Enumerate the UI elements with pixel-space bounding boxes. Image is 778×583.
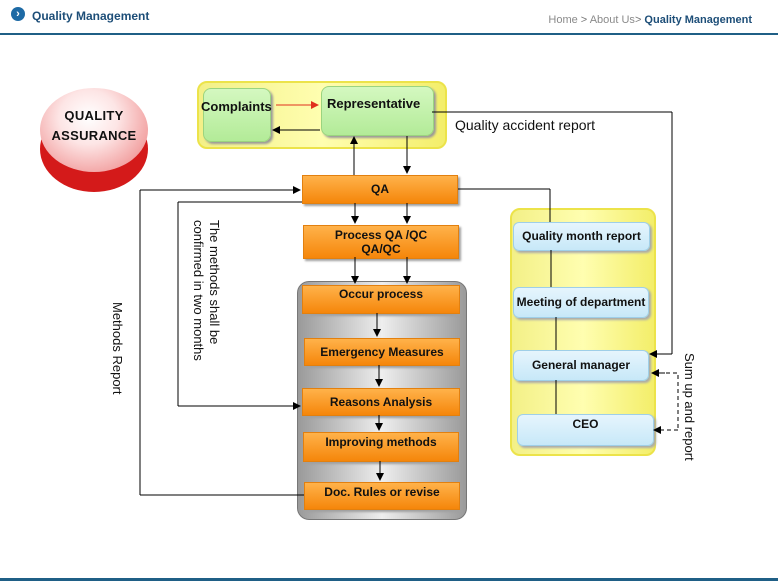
- quality-month-report-box: Quality month report: [513, 222, 650, 251]
- page-header: › Quality Management Home > About Us> Qu…: [0, 0, 778, 34]
- representative-label: Representative: [327, 96, 421, 111]
- page-title: Quality Management: [32, 9, 150, 23]
- methods-report-label: Methods Report: [110, 302, 125, 395]
- qa-box: QA: [302, 175, 458, 204]
- breadcrumb-separator: >: [577, 14, 590, 26]
- general-manager-label: General manager: [531, 358, 631, 372]
- general-manager-box: General manager: [513, 350, 649, 381]
- breadcrumb: Home > About Us> Quality Management: [548, 14, 752, 26]
- improving-methods-box: Improving methods: [303, 432, 459, 462]
- process-qaqc-box: Process QA /QC QA/QC: [303, 225, 459, 259]
- header-divider: [0, 33, 778, 35]
- complaints-label: Complaints: [201, 99, 272, 114]
- badge-label: QUALITY ASSURANCE: [40, 106, 148, 146]
- doc-rules-box: Doc. Rules or revise: [304, 482, 460, 510]
- emergency-measures-box: Emergency Measures: [304, 338, 460, 366]
- representative-box: [321, 86, 434, 136]
- breadcrumb-home-link[interactable]: Home: [548, 14, 578, 26]
- badge-line-2: ASSURANCE: [51, 128, 137, 143]
- qa-label: QA: [371, 182, 389, 196]
- quality-month-report-label: Quality month report: [522, 229, 641, 243]
- meeting-department-label: Meeting of department: [516, 295, 646, 309]
- occur-process-label: Occur process: [338, 287, 424, 301]
- breadcrumb-current: Quality Management: [644, 14, 752, 26]
- emergency-measures-label: Emergency Measures: [320, 345, 444, 359]
- improving-methods-label: Improving methods: [325, 435, 437, 449]
- breadcrumb-separator: >: [634, 14, 645, 26]
- ceo-label: CEO: [572, 417, 599, 431]
- quality-accident-report-label: Quality accident report: [455, 117, 596, 133]
- methods-confirmed-label: The methods shall be confirmed in two mo…: [191, 220, 222, 361]
- doc-rules-label: Doc. Rules or revise: [324, 485, 440, 499]
- reasons-analysis-label: Reasons Analysis: [329, 395, 433, 409]
- sum-up-report-label: Sum up and report: [682, 353, 697, 461]
- process-qaqc-sublabel: QA/QC: [361, 242, 401, 256]
- ceo-box: CEO: [517, 414, 654, 446]
- reasons-analysis-box: Reasons Analysis: [302, 388, 460, 416]
- process-qaqc-label: Process QA /QC: [334, 228, 428, 242]
- badge-line-1: QUALITY: [64, 108, 124, 123]
- complaints-box: [203, 88, 271, 142]
- meeting-department-box: Meeting of department: [513, 287, 649, 318]
- quality-assurance-badge: QUALITY ASSURANCE: [40, 88, 148, 192]
- footer-divider: [0, 578, 778, 581]
- breadcrumb-about-link[interactable]: About Us: [589, 14, 635, 26]
- badge-top: [40, 88, 148, 172]
- chevron-right-icon: ›: [11, 7, 25, 21]
- sum-up-dashed-line: [652, 372, 679, 430]
- occur-process-box: Occur process: [302, 285, 460, 314]
